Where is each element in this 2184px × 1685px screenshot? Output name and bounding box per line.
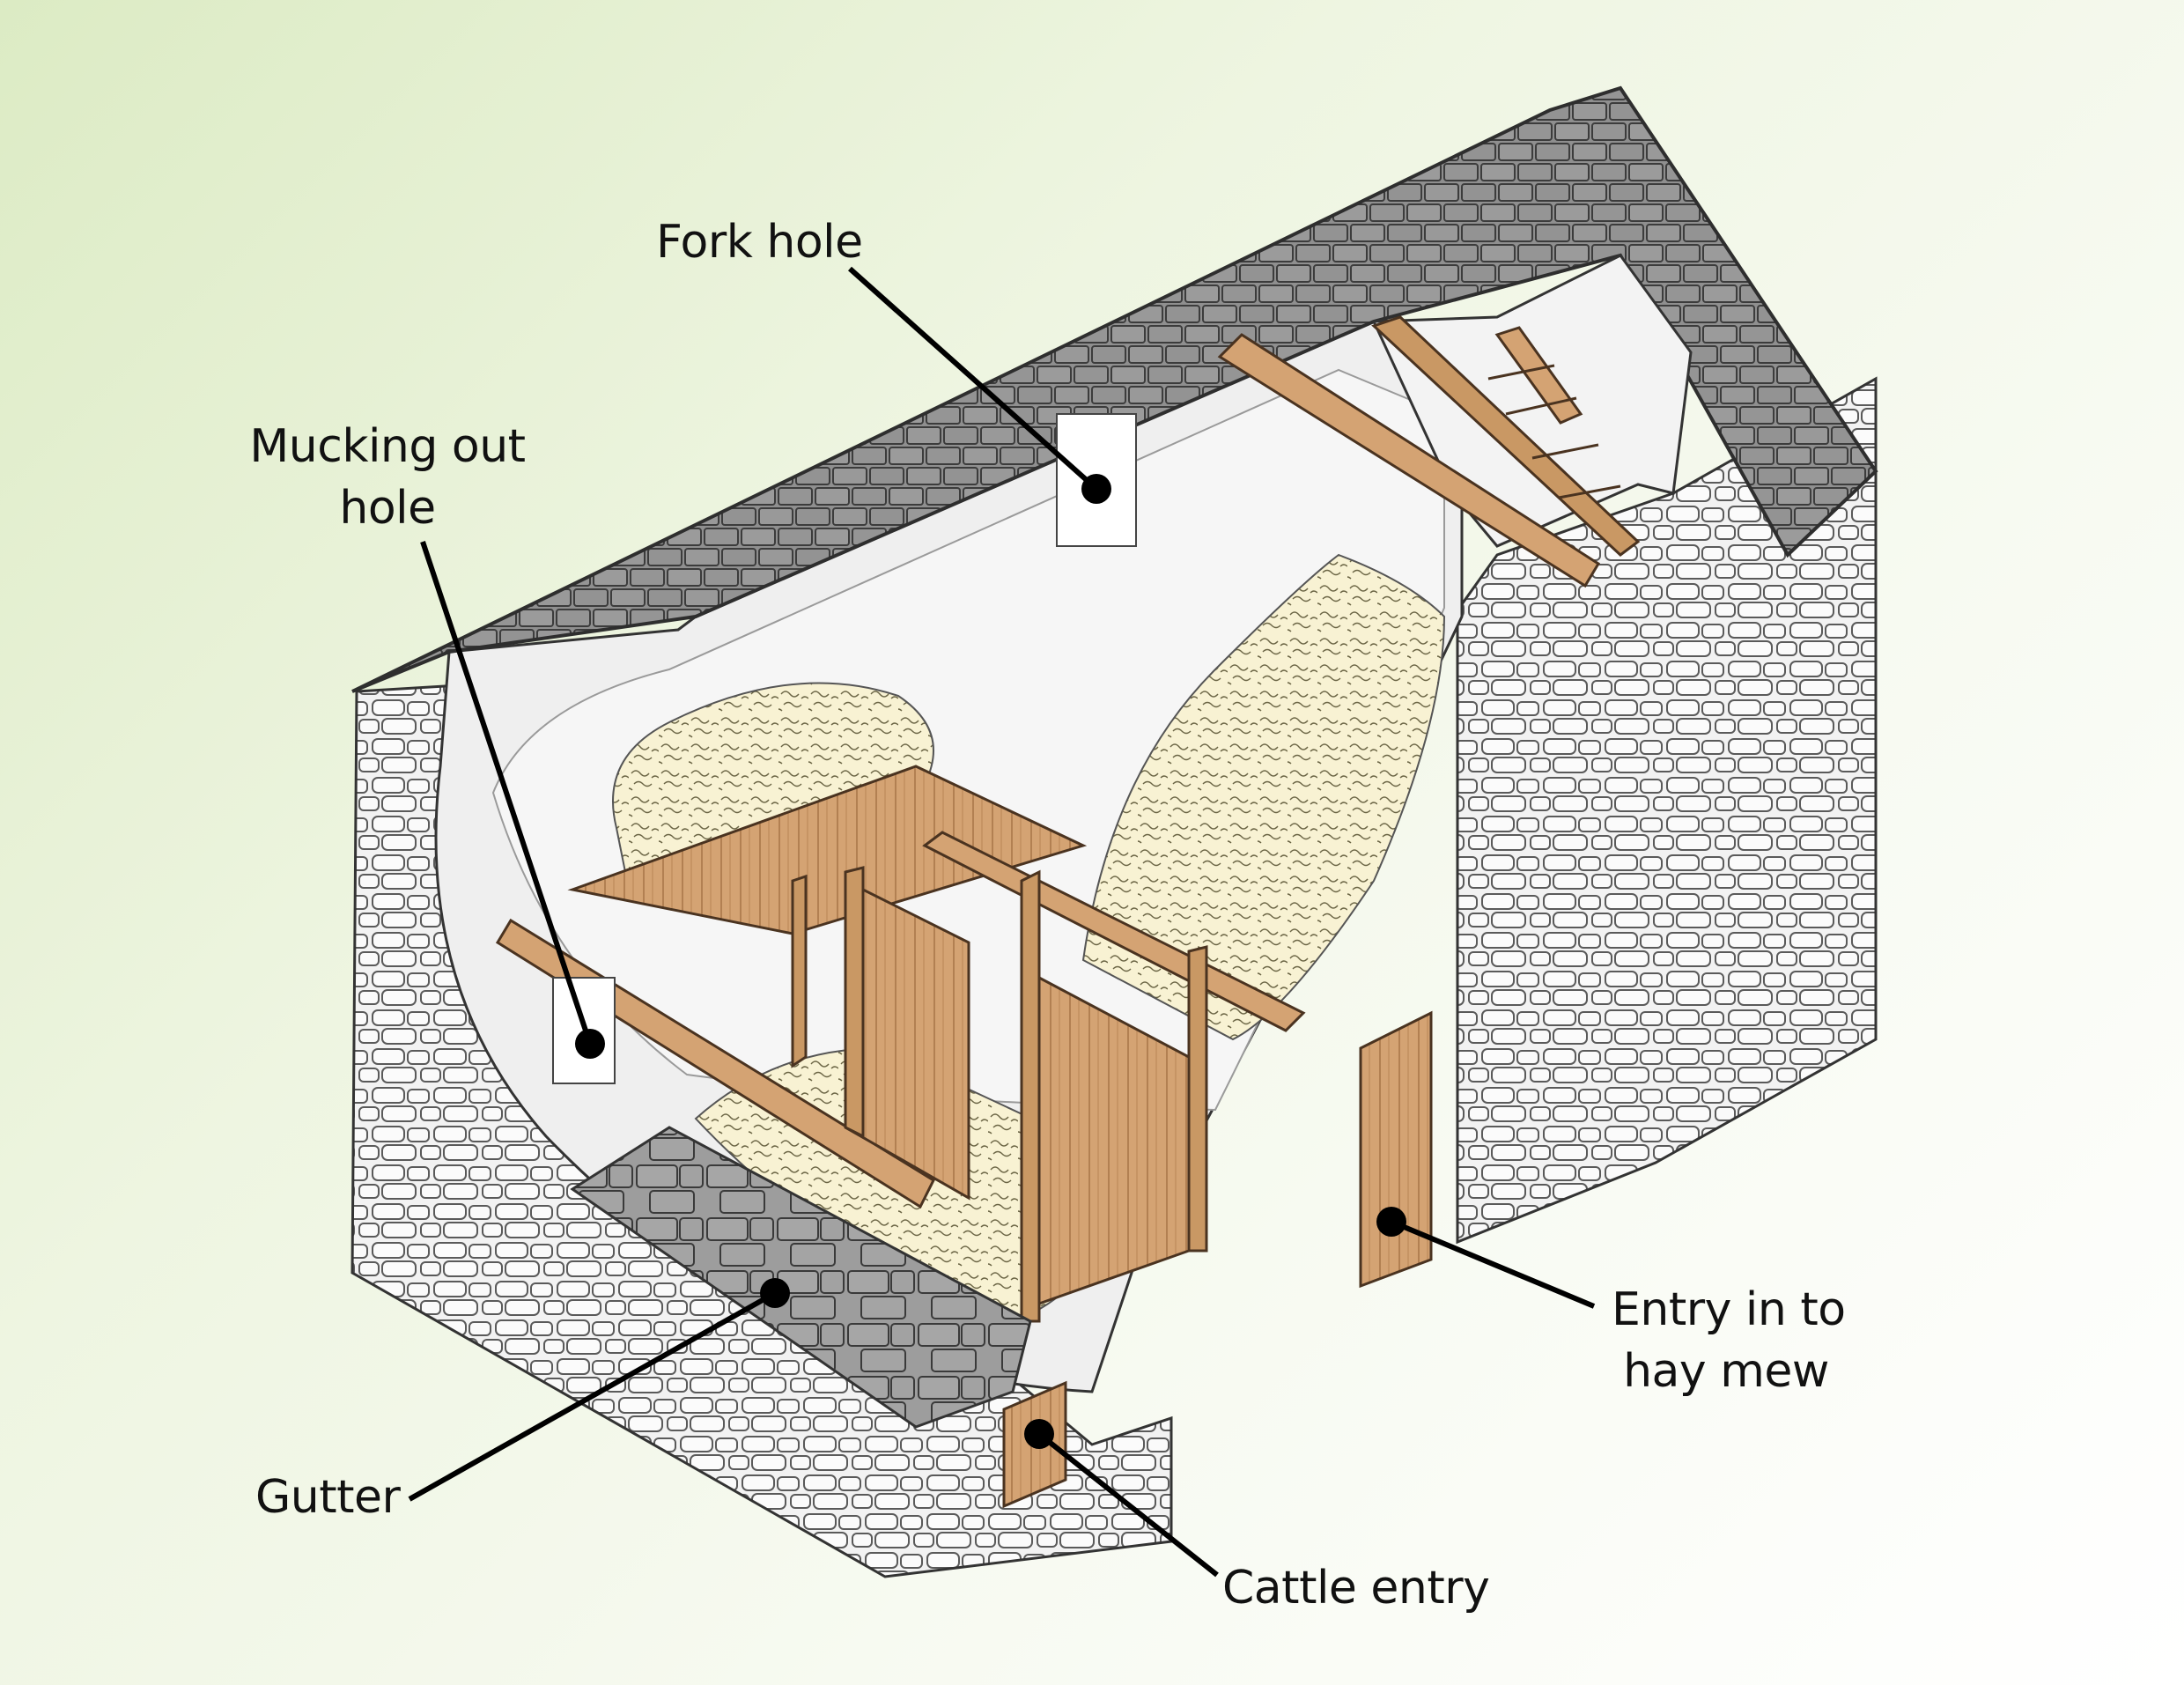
- callout-lines: [408, 266, 1596, 1578]
- mucking-out-dot: [575, 1029, 605, 1059]
- entry-hay-mew-dot: [1376, 1207, 1406, 1237]
- callout-dots: [575, 474, 1406, 1449]
- roof: [351, 85, 1878, 693]
- hay-right: [1081, 553, 1446, 1041]
- label-mucking-out-line2: hole: [339, 482, 436, 535]
- label-fork-hole: Fork hole: [656, 216, 863, 269]
- hayloft-boards: [567, 765, 1088, 935]
- gutter-dot: [760, 1278, 790, 1308]
- fork-hole-leader: [848, 266, 1098, 491]
- cattle-entry-dot: [1024, 1419, 1054, 1449]
- label-gutter: Gutter: [255, 1471, 401, 1524]
- cow-stalls: [791, 866, 1208, 1323]
- entry-hay-mew-leader: [1390, 1219, 1596, 1309]
- label-entry-hay-mew-line2: hay mew: [1623, 1345, 1829, 1398]
- label-entry-hay-mew: Entry in to hay mew: [1612, 1279, 1846, 1402]
- roof-truss: [1217, 315, 1641, 588]
- cattle-entry-leader: [1037, 1431, 1219, 1578]
- beam-rear: [922, 831, 1306, 1032]
- label-mucking-out-hole: Mucking out hole: [247, 416, 528, 539]
- fork-hole-dot: [1081, 474, 1111, 504]
- label-entry-hay-mew-line1: Entry in to: [1612, 1283, 1846, 1336]
- mucking-out-leader: [420, 541, 593, 1045]
- label-mucking-out-line1: Mucking out: [249, 420, 526, 473]
- label-cattle-entry: Cattle entry: [1222, 1562, 1490, 1615]
- hay-mew-door: [1359, 1010, 1433, 1289]
- gutter-floor: [570, 1126, 1032, 1429]
- gutter-leader: [408, 1290, 777, 1502]
